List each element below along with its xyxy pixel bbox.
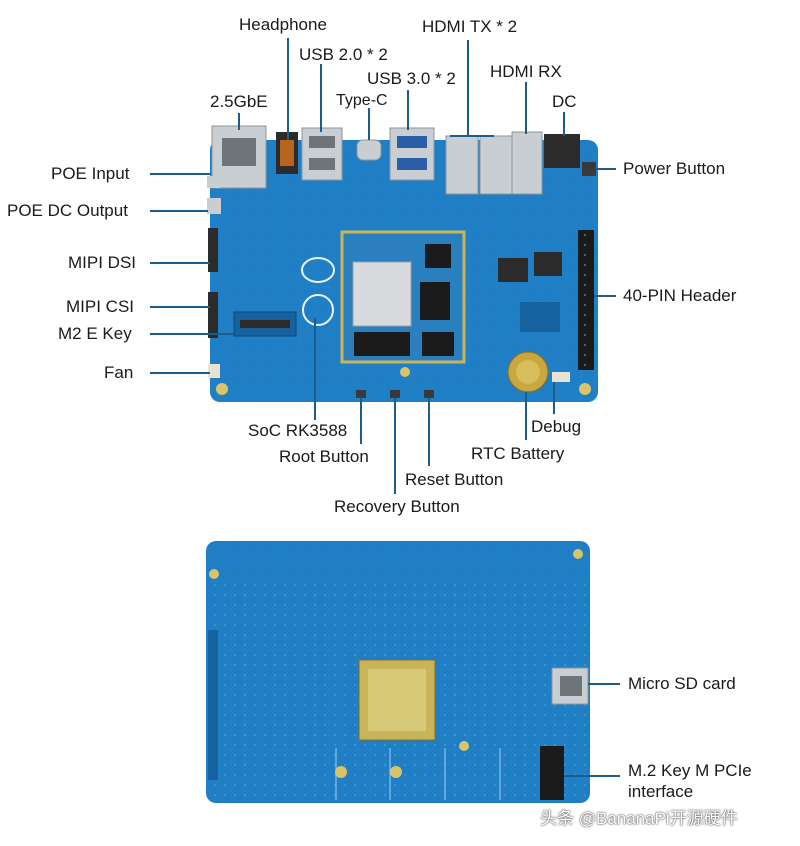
label-power-button: Power Button [623, 159, 726, 178]
mount-hole [579, 383, 591, 395]
board-detail [560, 676, 582, 696]
label-poe-dc-output: POE DC Output [7, 201, 128, 220]
board-detail [302, 294, 334, 326]
hdmi-tx-port [445, 135, 479, 195]
leader-lines [150, 38, 620, 777]
board-detail [397, 136, 427, 148]
board-detail [580, 232, 592, 368]
label-m2-key-m-line2: interface [628, 782, 694, 801]
label-m2-e-key: M2 E Key [58, 324, 132, 343]
label-2-5gbe: 2.5GbE [210, 92, 268, 111]
mount-hole [400, 367, 410, 377]
board-detail [280, 140, 294, 166]
label-headphone: Headphone [239, 15, 327, 34]
board-detail [309, 158, 335, 170]
board-detail [309, 136, 335, 148]
board-detail [425, 244, 451, 268]
top-board [207, 125, 598, 402]
label-40-pin-header: 40-PIN Header [623, 286, 737, 305]
soc-chip [352, 261, 412, 327]
label-rtc-battery: RTC Battery [471, 444, 565, 463]
hdmi-rx-port [511, 131, 543, 195]
mount-hole [216, 383, 228, 395]
label-micro-sd: Micro SD card [628, 674, 736, 693]
board-detail [240, 320, 290, 328]
usb30-port [389, 127, 435, 181]
label-usb30: USB 3.0 * 2 [367, 69, 456, 88]
debug-header [552, 372, 570, 382]
board-detail [534, 252, 562, 276]
mount-hole [209, 569, 219, 579]
mount-hole [459, 741, 469, 751]
m2-key-m-slot [540, 746, 564, 800]
label-mipi-dsi: MIPI DSI [68, 253, 137, 272]
mipi-csi-connector [208, 292, 218, 338]
power-button [582, 162, 596, 176]
label-fan: Fan [104, 363, 134, 382]
board-detail [420, 282, 450, 320]
mount-hole [573, 549, 583, 559]
board-detail [222, 138, 256, 166]
mount-hole [335, 766, 347, 778]
board-detail [208, 630, 218, 780]
reset-button [424, 390, 434, 398]
recovery-button [390, 390, 400, 398]
root-button [356, 390, 366, 398]
bottom-board [206, 541, 590, 803]
label-mipi-csi: MIPI CSI [66, 297, 135, 316]
label-soc: SoC RK3588 [248, 421, 348, 440]
board-detail [516, 360, 540, 384]
label-poe-input: POE Input [51, 164, 130, 183]
mipi-dsi-connector [208, 228, 218, 272]
watermark: 头条 @BananaPi开源硬件 [540, 809, 738, 828]
board-detail [498, 258, 528, 282]
board-detail [520, 302, 560, 332]
label-hdmi-tx: HDMI TX * 2 [422, 17, 518, 36]
label-recovery-button: Recovery Button [334, 497, 460, 516]
board-detail [354, 332, 410, 356]
hdmi-tx-port [479, 135, 513, 195]
label-reset-button: Reset Button [405, 470, 504, 489]
mount-hole [390, 766, 402, 778]
label-usb20: USB 2.0 * 2 [299, 45, 388, 64]
label-type-c: Type-C [336, 92, 388, 109]
board-detail [368, 669, 426, 731]
fan-connector [208, 364, 220, 378]
board-detail [422, 332, 454, 356]
poe-input-connector [207, 176, 221, 188]
label-debug: Debug [531, 417, 582, 436]
label-m2-key-m-line1: M.2 Key M PCIe [628, 761, 752, 780]
poe-dc-connector [207, 198, 221, 214]
type-c-port [356, 139, 382, 161]
label-hdmi-rx: HDMI RX [490, 62, 562, 81]
board-detail [397, 158, 427, 170]
label-root-button: Root Button [279, 447, 369, 466]
label-dc: DC [552, 92, 577, 111]
usb20-port [301, 127, 343, 181]
bpi-logo [301, 257, 335, 283]
dc-jack [544, 134, 580, 168]
